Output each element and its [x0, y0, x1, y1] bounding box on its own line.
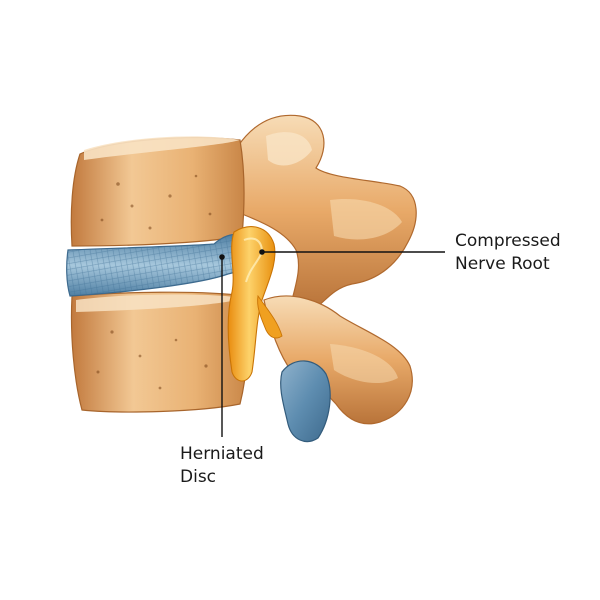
nerve-root-leader-dot [259, 249, 265, 255]
herniated-disc-label-line1: Herniated [180, 444, 264, 464]
upper-vertebral-body [70, 136, 245, 247]
nerve-root-label: Compressed Nerve Root [455, 230, 561, 276]
nerve-root [227, 226, 283, 382]
lower-vertebral-body [70, 291, 249, 413]
nerve-root-label-line1: Compressed [455, 231, 561, 251]
leader-lines [219, 249, 445, 437]
herniated-disc-label-line2: Disc [180, 467, 217, 487]
nerve-root-label-line2: Nerve Root [455, 254, 550, 274]
herniated-disc-leader-dot [219, 254, 225, 260]
facet-joint [280, 360, 331, 443]
upper-posterior-process [237, 114, 417, 309]
lower-posterior-process [263, 295, 413, 425]
herniated-disc-label: Herniated Disc [180, 443, 264, 489]
